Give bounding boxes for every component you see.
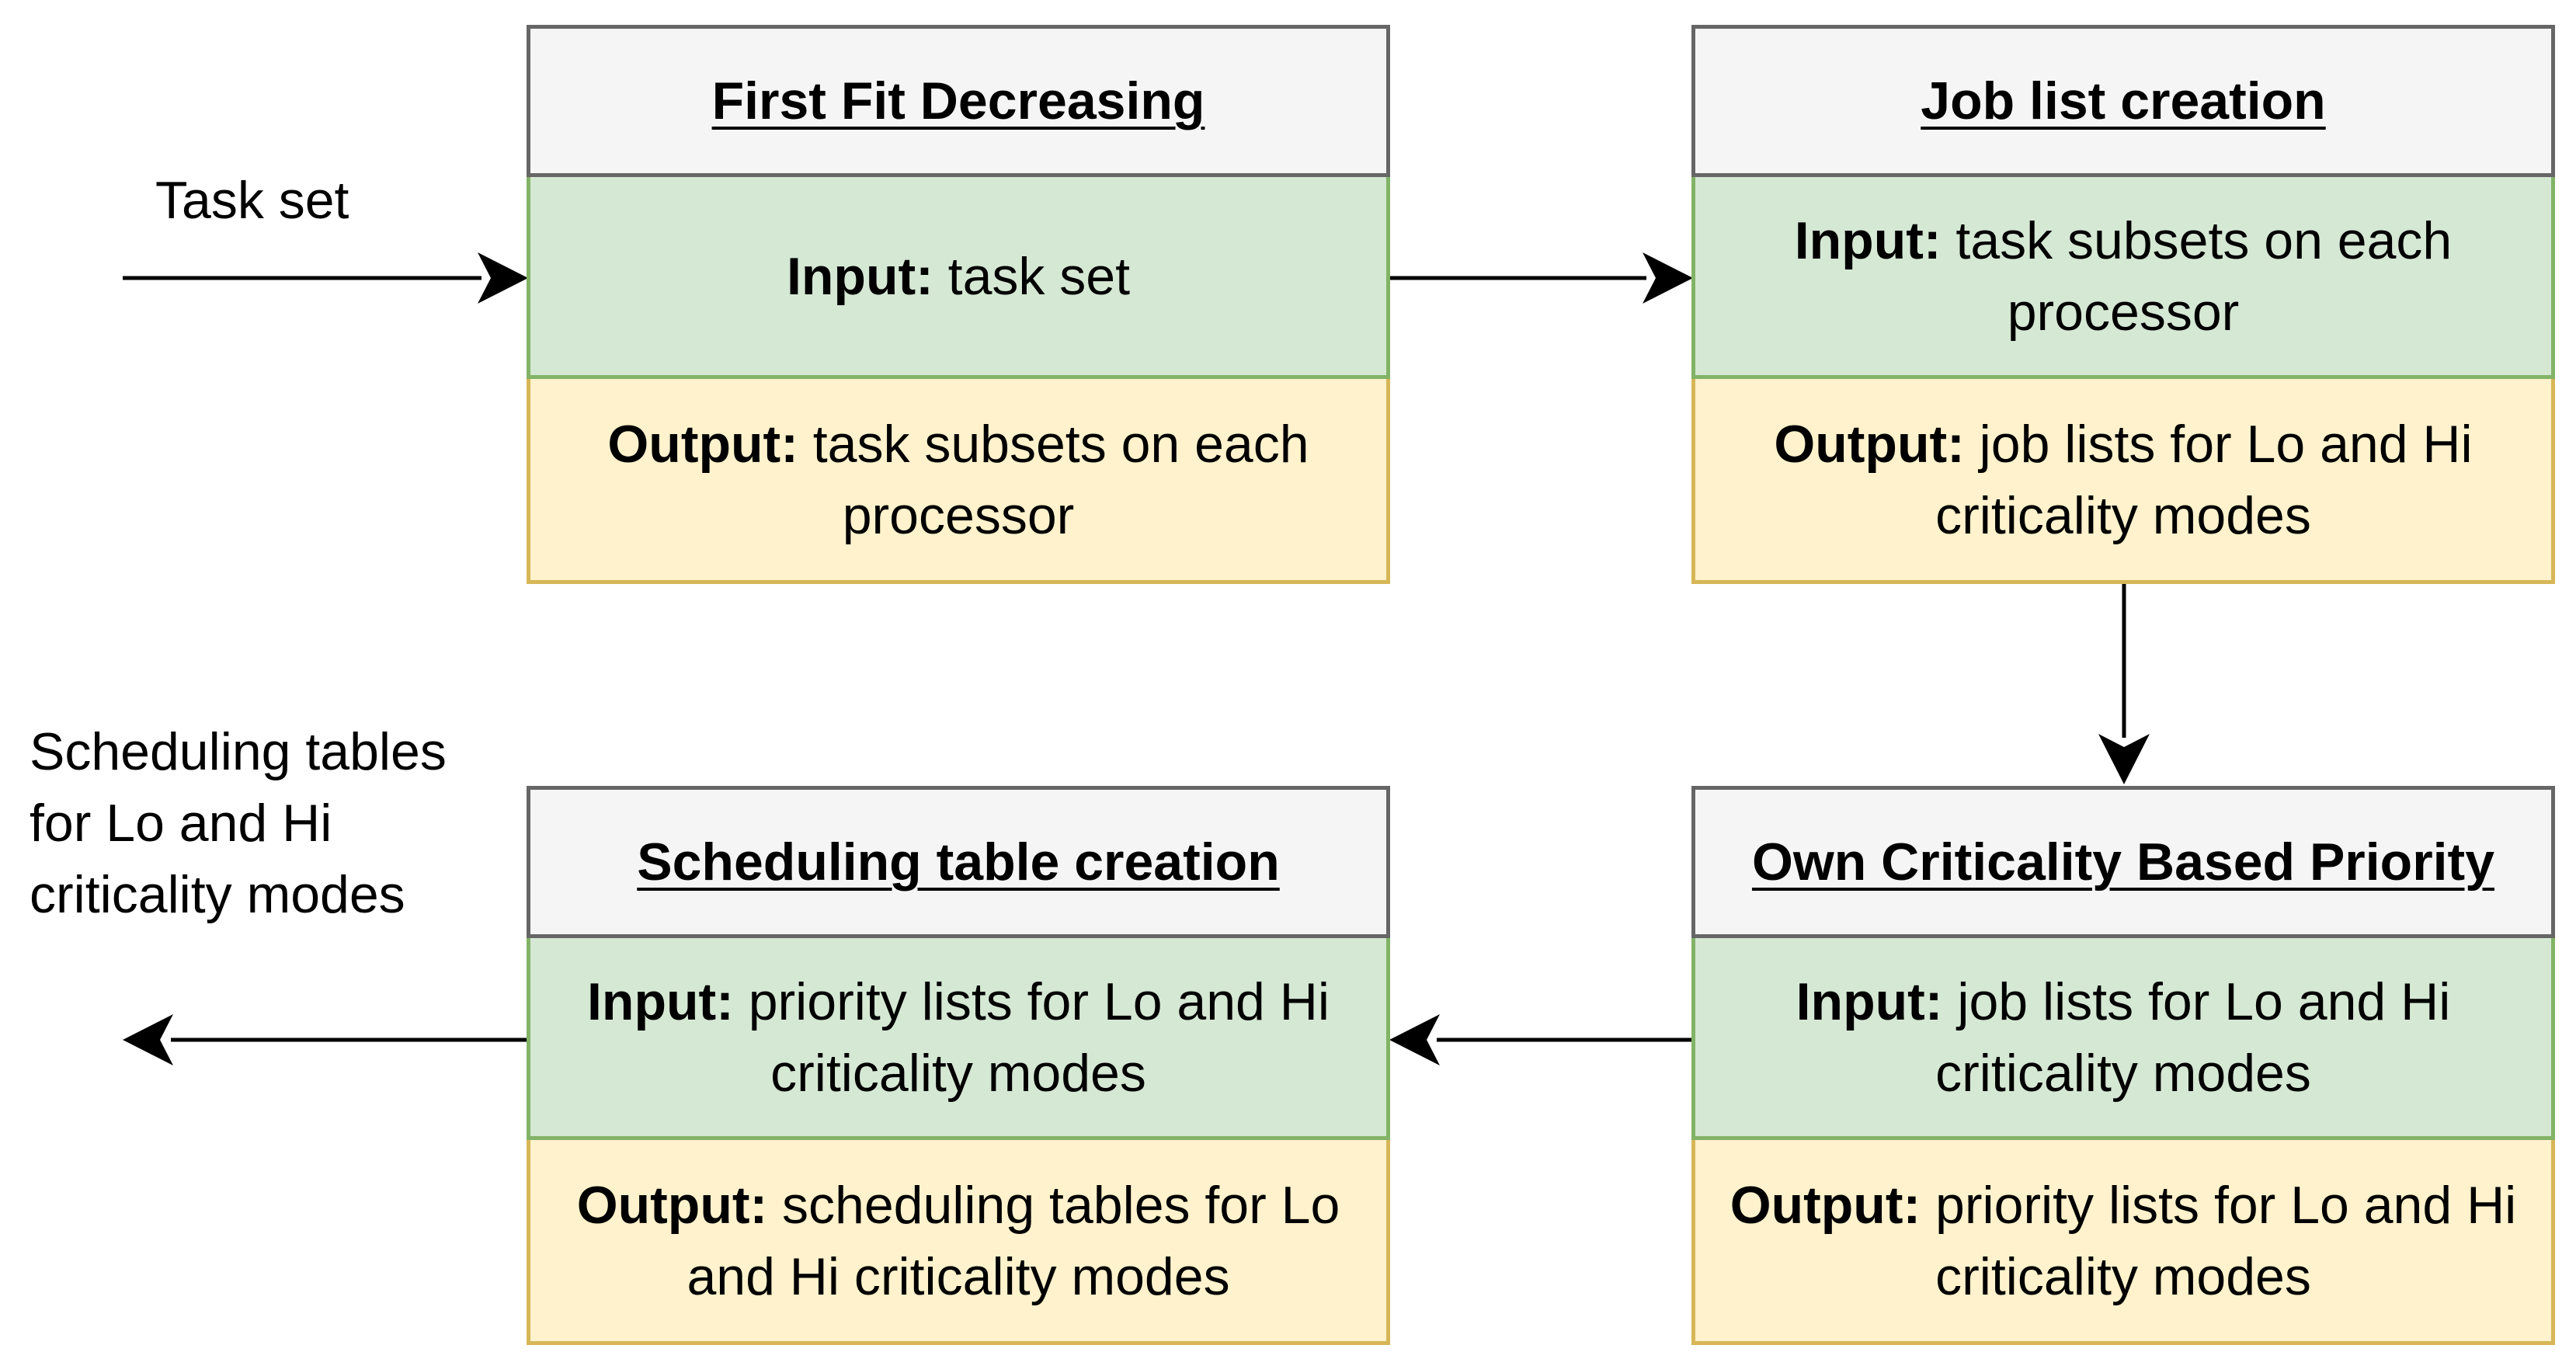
input-text: task subsets on each processor <box>1941 210 2453 342</box>
output-text: job lists for Lo and Hi criticality mode… <box>1935 414 2473 545</box>
block-title: Own Criticality Based Priority <box>1691 786 2555 938</box>
block-title-text: Own Criticality Based Priority <box>1751 832 2495 892</box>
block-title: Job list creation <box>1691 25 2555 177</box>
output-text: scheduling tables for Lo and Hi critical… <box>687 1175 1340 1306</box>
arrow-taskset-to-ffd <box>123 252 528 304</box>
input-text: task set <box>933 246 1130 306</box>
input-label: Input: <box>587 971 734 1031</box>
block-input: Input: job lists for Lo and Hi criticali… <box>1691 938 2555 1140</box>
block-output: Output: priority lists for Lo and Hi cri… <box>1691 1140 2555 1345</box>
arrow-ffd-to-joblist <box>1389 252 1693 304</box>
block-output: Output: task subsets on each processor <box>527 379 1390 584</box>
block-title-text: First Fit Decreasing <box>711 71 1205 130</box>
block-input: Input: priority lists for Lo and Hi crit… <box>527 938 1390 1140</box>
block-job-list-creation: Job list creation Input: task subsets on… <box>1691 25 2555 584</box>
block-title: First Fit Decreasing <box>527 25 1390 177</box>
output-label: Output: <box>1730 1175 1921 1235</box>
block-output: Output: scheduling tables for Lo and Hi … <box>527 1140 1390 1345</box>
input-label: Input: <box>1796 971 1943 1031</box>
task-set-label: Task set <box>155 171 349 230</box>
block-first-fit-decreasing: First Fit Decreasing Input: task set Out… <box>527 25 1390 584</box>
block-scheduling-table-creation: Scheduling table creation Input: priorit… <box>527 786 1390 1345</box>
block-title: Scheduling table creation <box>527 786 1390 938</box>
block-title-text: Scheduling table creation <box>637 832 1280 892</box>
input-text: priority lists for Lo and Hi criticality… <box>733 971 1330 1103</box>
block-output: Output: job lists for Lo and Hi critical… <box>1691 379 2555 584</box>
input-label: Input: <box>786 246 933 306</box>
block-own-criticality-based-priority: Own Criticality Based Priority Input: jo… <box>1691 786 2555 1345</box>
output-label: Output: <box>1774 414 1965 474</box>
block-input: Input: task subsets on each processor <box>1691 177 2555 379</box>
output-label: Output: <box>607 414 798 474</box>
scheduling-tables-output-label: Scheduling tables for Lo and Hi critical… <box>30 722 447 924</box>
input-label: Input: <box>1794 210 1942 270</box>
arrow-schedtable-to-output <box>123 1014 528 1065</box>
arrow-joblist-to-ocbp <box>2098 584 2150 784</box>
output-text: task subsets on each processor <box>798 414 1309 545</box>
arrow-ocbp-to-schedtable <box>1389 1014 1693 1065</box>
output-label: Output: <box>576 1175 768 1235</box>
output-text: priority lists for Lo and Hi criticality… <box>1921 1175 2517 1306</box>
block-input: Input: task set <box>527 177 1390 379</box>
input-text: job lists for Lo and Hi criticality mode… <box>1935 971 2451 1103</box>
block-title-text: Job list creation <box>1921 71 2326 130</box>
